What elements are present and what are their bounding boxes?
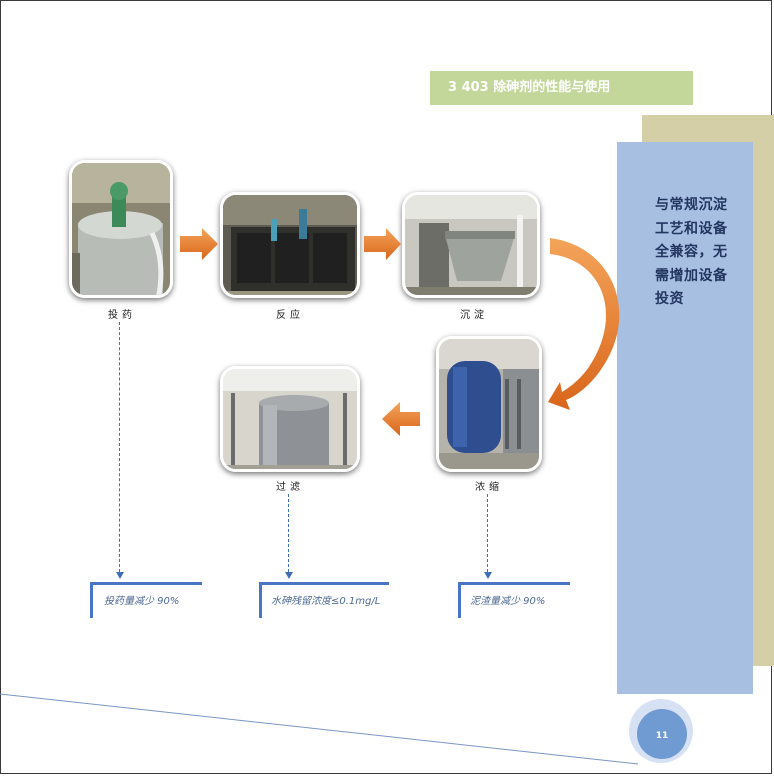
- filtration-tank-image: [223, 369, 357, 469]
- caption-settling: 沉淀: [460, 310, 488, 321]
- connector-thickening: [487, 494, 488, 572]
- connector-dosing-arrowhead: [116, 572, 124, 579]
- photo-settling: [402, 192, 540, 298]
- page-title: 3 403 除砷剂的性能与使用: [430, 71, 693, 105]
- connector-filtration-arrowhead: [285, 572, 293, 579]
- photo-dosing: [69, 160, 173, 298]
- caption-dosing: 投药: [108, 310, 136, 321]
- reaction-tank-image: [223, 195, 357, 295]
- result-box-thickening: [458, 582, 570, 618]
- dosing-tank-image: [72, 163, 170, 295]
- side-panel-text: 与常规沉淀工艺和设备全兼容，无需增加设备投资: [655, 197, 728, 307]
- result-dosing: 投药量减少 90%: [104, 596, 180, 607]
- thickening-tank-image: [439, 339, 539, 469]
- result-thickening: 泥渣量减少 90%: [470, 596, 546, 607]
- caption-reaction: 反应: [276, 310, 304, 321]
- result-box-dosing: [90, 582, 202, 618]
- caption-thickening: 浓缩: [475, 482, 503, 493]
- side-panel: 与常规沉淀工艺和设备全兼容，无需增加设备投资: [617, 142, 753, 694]
- caption-filtration: 过滤: [276, 482, 304, 493]
- result-box-filtration: [259, 582, 389, 618]
- connector-filtration: [288, 494, 289, 572]
- connector-thickening-arrowhead: [484, 572, 492, 579]
- arrow-left: [382, 402, 420, 436]
- arrow-right-1: [180, 228, 218, 260]
- arrow-curve: [548, 238, 620, 410]
- photo-reaction: [220, 192, 360, 298]
- settling-tank-image: [405, 195, 537, 295]
- arrow-right-2: [364, 228, 401, 260]
- page-number: 11: [637, 709, 687, 759]
- result-filtration: 水砷残留浓度≤0.1mg/L: [271, 596, 381, 607]
- photo-thickening: [436, 336, 542, 472]
- photo-filtration: [220, 366, 360, 472]
- connector-dosing: [119, 322, 120, 572]
